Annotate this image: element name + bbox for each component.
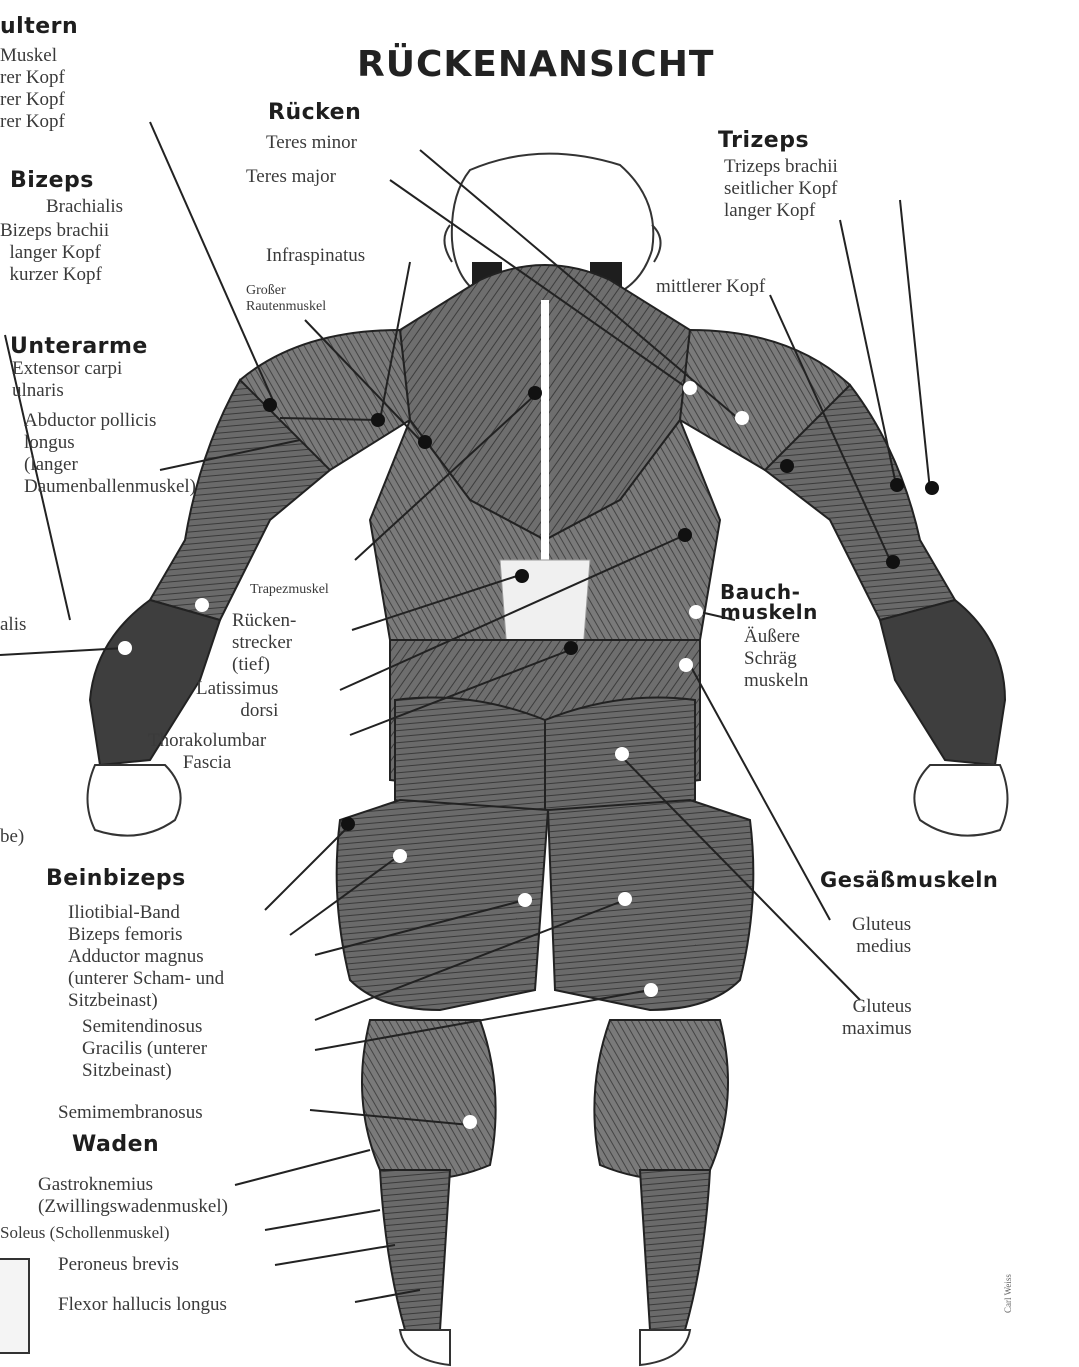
label-gluteus-medius: Gluteus medius (852, 914, 911, 958)
page-title: RÜCKENANSICHT (357, 44, 714, 85)
label-soleus: Soleus (Schollenmuskel) (0, 1222, 170, 1244)
label-gluteus-maximus: Gluteus maximus (842, 996, 912, 1040)
left-foot (400, 1330, 450, 1365)
label-trizeps-lines: Trizeps brachii seitlicher Kopf langer K… (724, 156, 838, 222)
right-calf (594, 1020, 728, 1179)
label-teres-major: Teres major (246, 166, 336, 188)
group-gesaess: Gesäßmuskeln (820, 868, 998, 892)
label-semimembranosus: Semimembranosus (58, 1102, 203, 1124)
label-alis: alis (0, 614, 26, 636)
label-peroneus: Peroneus brevis (58, 1254, 179, 1276)
label-teres-minor: Teres minor (266, 132, 357, 154)
right-forearm (880, 600, 1005, 765)
label-semitendinosus: Semitendinosus Gracilis (unterer Sitzbei… (82, 1016, 207, 1082)
group-ruecken: Rücken (268, 100, 361, 125)
right-shin (640, 1170, 710, 1330)
right-foot (640, 1330, 690, 1365)
label-brachialis: Brachialis (46, 196, 123, 218)
label-schraeg-muskeln: Äußere Schräg muskeln (744, 626, 808, 692)
label-rueckenstrecker: Rücken- strecker (tief) (232, 610, 296, 676)
group-bizeps: Bizeps (10, 168, 94, 193)
artist-signature: Carl Weiss (1003, 1274, 1013, 1313)
label-abductor: Abductor pollicis longus (langer Daumenb… (24, 410, 196, 498)
label-schultern-lines: Muskel rer Kopf rer Kopf rer Kopf (0, 45, 65, 133)
left-calf (362, 1020, 496, 1179)
group-trizeps: Trizeps (718, 128, 809, 153)
group-bauchmuskeln: Bauch- muskeln (720, 582, 818, 622)
label-rautenmuskel: Großer Rautenmuskel (246, 283, 326, 315)
label-flexor: Flexor hallucis longus (58, 1294, 227, 1316)
label-left-cut: be) (0, 826, 24, 848)
left-shin (380, 1170, 450, 1330)
label-trapezmuskel: Trapezmuskel (250, 582, 329, 598)
label-extensor: Extensor carpi ulnaris (12, 358, 122, 402)
group-unterarme: Unterarme (10, 334, 148, 359)
label-thorakolumbar: Thorakolumbar Fascia (148, 730, 266, 774)
label-infraspinatus: Infraspinatus (266, 245, 365, 267)
label-gastroknemius: Gastroknemius (Zwillingswadenmuskel) (38, 1174, 228, 1218)
label-beinbizeps-lines: Iliotibial-Band Bizeps femoris Adductor … (68, 902, 224, 1012)
group-waden: Waden (72, 1132, 159, 1157)
right-thigh (548, 800, 753, 1010)
gluteus-left (395, 698, 545, 814)
label-mittlerer-kopf: mittlerer Kopf (656, 276, 765, 298)
right-hand (914, 765, 1007, 836)
left-hand (88, 765, 181, 836)
label-bizeps-brachii: Bizeps brachii langer Kopf kurzer Kopf (0, 220, 109, 286)
label-latissimus: Latissimus dorsi (196, 678, 278, 722)
corner-box (0, 1258, 30, 1354)
left-thigh (337, 800, 548, 1010)
group-schultern: ultern (0, 14, 78, 39)
group-beinbizeps: Beinbizeps (46, 866, 186, 891)
